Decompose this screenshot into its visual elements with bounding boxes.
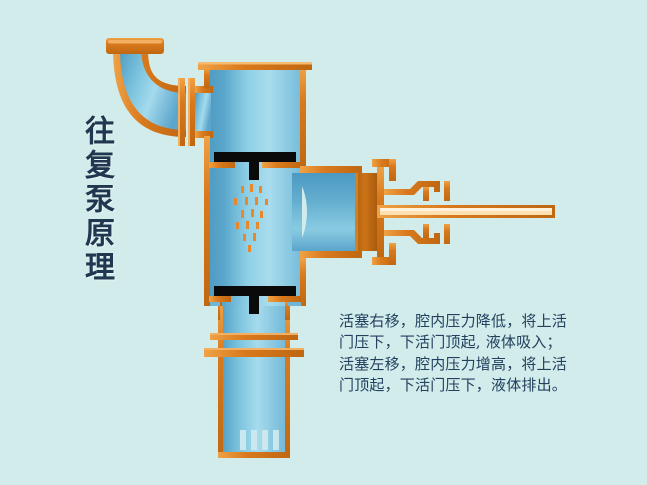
caption-line: 活塞左移，腔内压力增高，将上活 [339,354,568,373]
inlet-nozzle [195,86,213,138]
piston-rod [377,205,555,218]
lower-valve-seat [209,296,301,302]
suction-flange-upper [210,333,298,340]
page-title: 往复泵原理 [79,115,114,285]
discharge-elbow [113,48,186,137]
cylinder [292,166,362,258]
foot-strainer-icon [240,430,279,450]
caption-line: 门顶起，下活门压下，液体排出。 [339,375,568,394]
pump-body [204,68,306,320]
pump-body-top-flange [198,62,312,70]
upper-valve [214,152,296,180]
elbow-flange [178,78,195,146]
upper-valve-seat [209,162,301,168]
body-nozzle-wall [204,68,210,306]
caption-text: 活塞右移，腔内压力降低，将上活 门压下，下活门顶起, 液体吸入； 活塞左移，腔内… [339,311,631,396]
suction-flange-lower [204,348,304,357]
discharge-cap [106,38,164,54]
caption-line: 门压下，下活门顶起, 液体吸入； [339,333,562,352]
lower-valve [214,286,296,314]
caption-line: 活塞右移，腔内压力降低，将上活 [339,312,568,330]
piston [355,173,377,251]
flow-arrows [234,184,268,252]
